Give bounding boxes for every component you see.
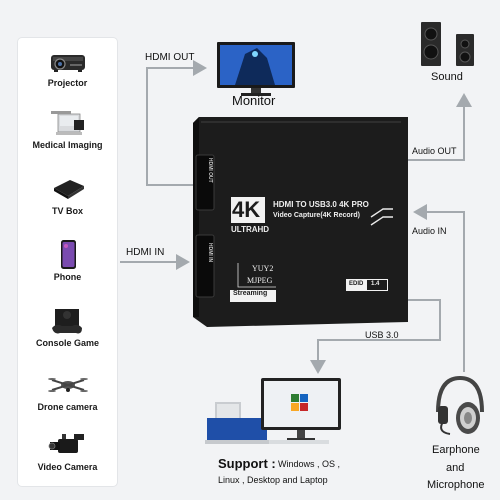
audio-in-label: Audio IN [412,226,447,236]
box-subtitle: Video Capture(4K Record) [273,212,360,219]
device-projector: Projector [18,46,117,94]
usb-label: USB 3.0 [365,330,399,340]
box-edid-version: 1.4 [371,281,380,287]
support-line-1: Windows , OS , [278,459,341,469]
device-console-game: Console Game [18,306,117,354]
sound-label: Sound [431,71,463,83]
box-mjpeg: MJPEG [247,276,273,285]
hdmi-in-label: HDMI IN [126,247,165,258]
device-label: Console Game [35,338,100,348]
computer-icon [205,378,341,444]
device-label: Drone camera [37,402,98,412]
device-label: TV Box [51,206,83,216]
support-line-2: Linux , Desktop and Laptop [218,475,328,485]
box-4k-badge: 4K [232,197,261,222]
device-label: Projector [47,78,88,88]
phone-icon [61,240,76,269]
earphone-label-2: and [446,462,465,474]
earphone-label-1: Earphone [432,444,480,456]
device-drone-camera: Drone camera [18,370,117,418]
usb-line [310,299,441,374]
device-label: Video Camera [37,462,98,472]
input-devices-panel: Projector Medical Imaging TV Box Phone [18,38,117,486]
box-edid: EDID [349,281,364,287]
drone-icon [48,378,88,392]
box-ultrahd: ULTRAHD [231,225,270,234]
medical-imaging-icon [51,111,84,135]
video-camera-icon [48,434,84,453]
port-out-label: HDMI OUT [207,158,213,183]
headset-icon [436,375,484,435]
device-tv-box: TV Box [18,174,117,222]
box-yuy2: YUY2 [252,264,274,273]
speaker-icon [421,22,474,66]
support-heading: Support : [218,456,276,471]
audio-in-line [413,204,465,372]
tv-box-icon [54,180,84,199]
monitor-label: Monitor [232,93,276,108]
device-label: Medical Imaging [32,140,103,150]
device-label: Phone [53,272,82,282]
device-video-camera: Video Camera [18,430,117,478]
projector-icon [51,55,85,72]
hdmi-out-line [146,60,207,186]
box-title: HDMI TO USB3.0 4K PRO [273,200,369,209]
monitor-icon [217,42,295,96]
audio-out-label: Audio OUT [412,146,457,156]
capture-card-box [193,117,408,327]
device-medical-imaging: Medical Imaging [18,108,117,156]
earphone-label-3: Microphone [427,479,485,491]
hdmi-out-label: HDMI OUT [145,52,195,63]
box-streaming: Streaming [233,290,268,297]
audio-out-line [408,93,472,161]
console-icon [52,309,82,334]
port-in-label: HDMI IN [207,243,213,263]
device-phone: Phone [18,240,117,288]
